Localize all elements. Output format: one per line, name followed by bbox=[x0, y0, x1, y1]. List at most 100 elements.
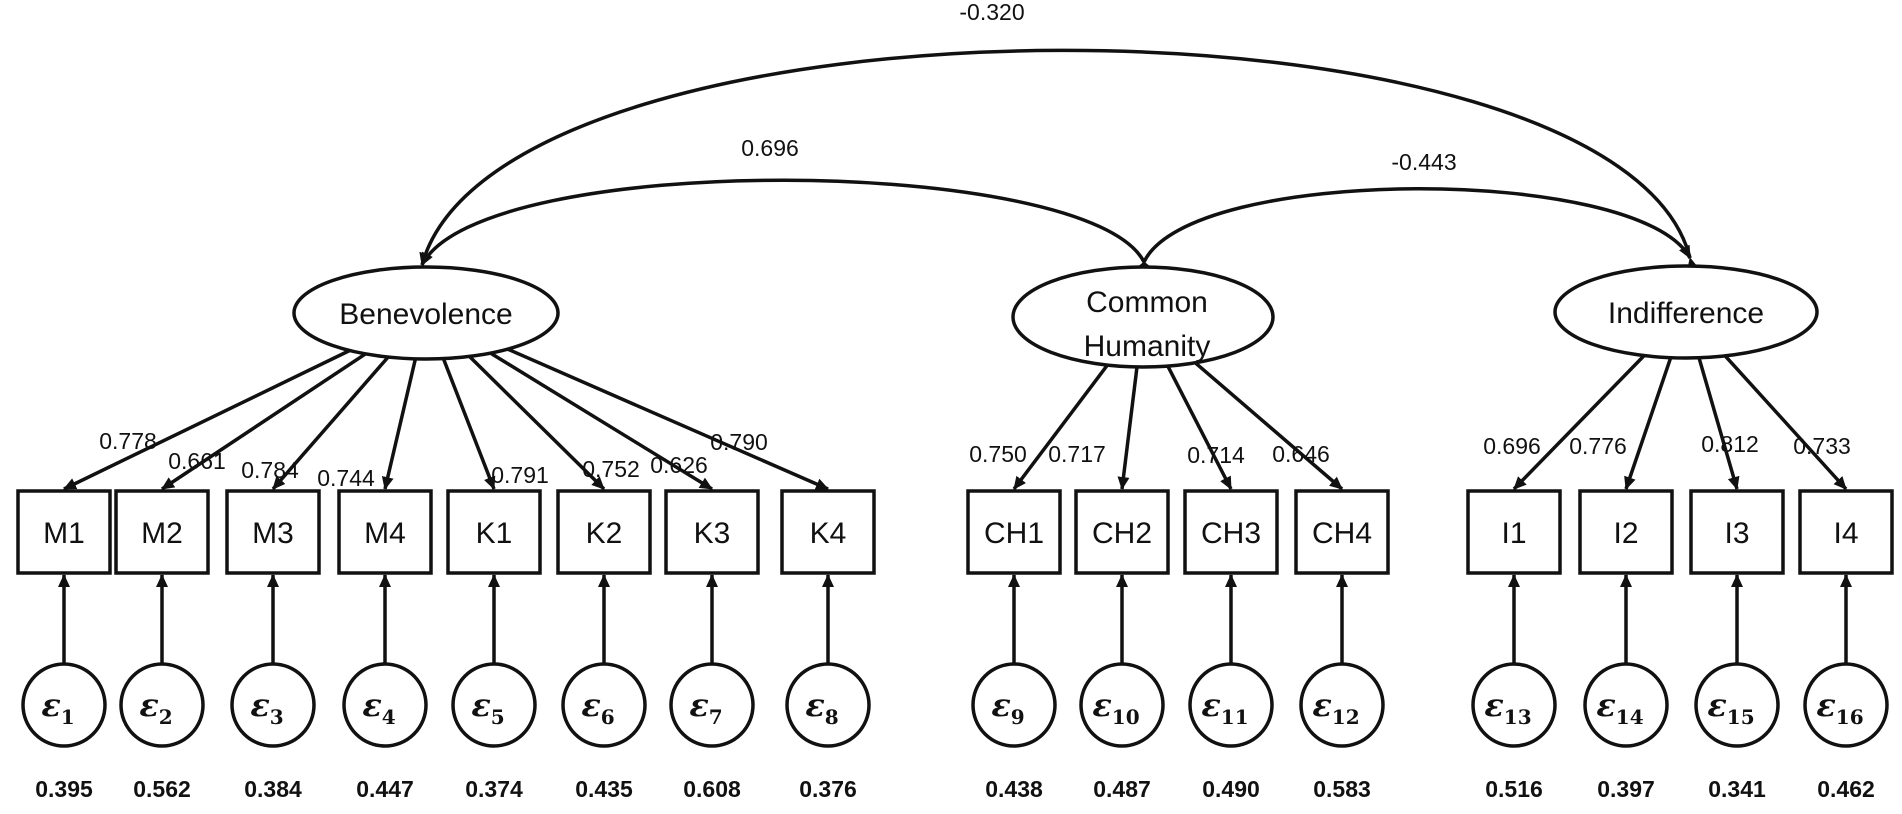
indicator-box bbox=[446, 489, 542, 575]
loading-arrow bbox=[1117, 366, 1139, 490]
loading-value: 0.733 bbox=[1793, 433, 1851, 459]
indicator-box bbox=[780, 489, 876, 575]
error-symbol: ε11 bbox=[1201, 686, 1248, 729]
error-circle bbox=[1583, 662, 1669, 748]
error-circle bbox=[1803, 662, 1889, 748]
indicator-label: I2 bbox=[1613, 517, 1638, 550]
error-circle bbox=[21, 662, 107, 748]
latent-benevolence bbox=[292, 265, 560, 361]
indicator-box bbox=[1578, 489, 1674, 575]
indicator-label: CH1 bbox=[984, 517, 1044, 550]
indicator-box bbox=[966, 489, 1062, 575]
loading-arrow bbox=[468, 355, 606, 491]
loading-arrow bbox=[1012, 364, 1109, 491]
loading-arrow bbox=[271, 355, 390, 491]
loading-arrow bbox=[1512, 354, 1646, 491]
residual-variance: 0.490 bbox=[1202, 776, 1260, 802]
indicator-label: K3 bbox=[694, 517, 731, 550]
loading-value: 0.646 bbox=[1272, 441, 1330, 467]
error-symbol: ε4 bbox=[362, 686, 395, 729]
indicator-box bbox=[1294, 489, 1390, 575]
loading-arrow bbox=[441, 357, 496, 490]
correlation-arrow bbox=[1133, 187, 1692, 276]
error-circle bbox=[451, 662, 537, 748]
indicator-label: CH2 bbox=[1092, 517, 1152, 550]
residual-variance: 0.462 bbox=[1817, 776, 1875, 802]
error-symbol: ε15 bbox=[1707, 686, 1754, 729]
indicator-box bbox=[1798, 489, 1894, 575]
error-symbol: ε13 bbox=[1484, 686, 1531, 729]
error-symbol: ε7 bbox=[689, 686, 722, 729]
indicator-label: M1 bbox=[43, 517, 85, 550]
indicator-label: M2 bbox=[141, 517, 183, 550]
indicator-label: M3 bbox=[252, 517, 294, 550]
indicator-label: K4 bbox=[810, 517, 847, 550]
error-symbol: ε8 bbox=[805, 686, 838, 729]
error-symbol: ε16 bbox=[1816, 686, 1863, 729]
residual-variance: 0.562 bbox=[133, 776, 191, 802]
residual-variance: 0.374 bbox=[465, 776, 523, 802]
latent-label: Common bbox=[1086, 286, 1208, 319]
error-circle bbox=[1188, 662, 1274, 748]
residual-variance: 0.438 bbox=[985, 776, 1043, 802]
indicator-label: CH3 bbox=[1201, 517, 1261, 550]
loading-value: 0.714 bbox=[1187, 442, 1245, 468]
loading-value: 0.776 bbox=[1569, 433, 1627, 459]
loading-arrow bbox=[63, 348, 351, 491]
residual-variance: 0.384 bbox=[244, 776, 302, 802]
indicator-box bbox=[16, 489, 112, 575]
error-symbol: ε12 bbox=[1312, 686, 1359, 729]
error-circle bbox=[1079, 662, 1165, 748]
loading-arrow bbox=[1697, 357, 1740, 490]
error-layer: ε10.395ε20.562ε30.384ε40.447ε50.374ε60.4… bbox=[21, 574, 1889, 802]
loading-value: 0.717 bbox=[1048, 441, 1106, 467]
error-circle bbox=[669, 662, 755, 748]
loading-value: 0.752 bbox=[582, 456, 640, 482]
error-symbol: ε14 bbox=[1596, 686, 1643, 729]
residual-variance: 0.487 bbox=[1093, 776, 1151, 802]
loading-arrow bbox=[489, 351, 713, 491]
residual-variance: 0.608 bbox=[683, 776, 741, 802]
loading-value: 0.750 bbox=[969, 441, 1027, 467]
error-symbol: ε6 bbox=[581, 686, 614, 729]
error-symbol: ε1 bbox=[41, 686, 74, 729]
error-circle bbox=[342, 662, 428, 748]
loading-value: 0.778 bbox=[99, 428, 157, 454]
error-circle bbox=[561, 662, 647, 748]
loading-arrow bbox=[381, 358, 418, 490]
loading-arrow bbox=[1624, 357, 1673, 490]
residual-variance: 0.516 bbox=[1485, 776, 1543, 802]
residual-variance: 0.341 bbox=[1708, 776, 1766, 802]
residual-variance: 0.397 bbox=[1597, 776, 1655, 802]
residual-variance: 0.583 bbox=[1313, 776, 1371, 802]
error-symbol: ε10 bbox=[1092, 686, 1139, 729]
latent-label: Indifference bbox=[1608, 297, 1764, 330]
loading-value: 0.784 bbox=[241, 457, 299, 483]
indicator-label: CH4 bbox=[1312, 517, 1372, 550]
loading-value: 0.791 bbox=[491, 462, 549, 488]
residual-variance: 0.395 bbox=[35, 776, 93, 802]
error-symbol: ε5 bbox=[471, 686, 504, 729]
error-circle bbox=[1471, 662, 1557, 748]
loading-arrow bbox=[1723, 354, 1848, 491]
loading-value: 0.696 bbox=[1483, 433, 1541, 459]
error-circle bbox=[119, 662, 205, 748]
loading-arrow bbox=[1194, 361, 1344, 491]
indicator-label: M4 bbox=[364, 517, 406, 550]
latent-indifference bbox=[1553, 264, 1819, 360]
indicator-label: I3 bbox=[1724, 517, 1749, 550]
loading-value: 0.790 bbox=[710, 429, 768, 455]
latent-label: Humanity bbox=[1084, 330, 1211, 363]
indicator-box bbox=[337, 489, 433, 575]
correlation-value: -0.320 bbox=[959, 0, 1024, 25]
indicator-label: K2 bbox=[586, 517, 623, 550]
loading-arrow bbox=[161, 352, 367, 491]
correlation-value: -0.443 bbox=[1391, 149, 1456, 175]
residual-variance: 0.435 bbox=[575, 776, 633, 802]
indicator-box bbox=[1689, 489, 1785, 575]
indicator-label: I1 bbox=[1501, 517, 1526, 550]
